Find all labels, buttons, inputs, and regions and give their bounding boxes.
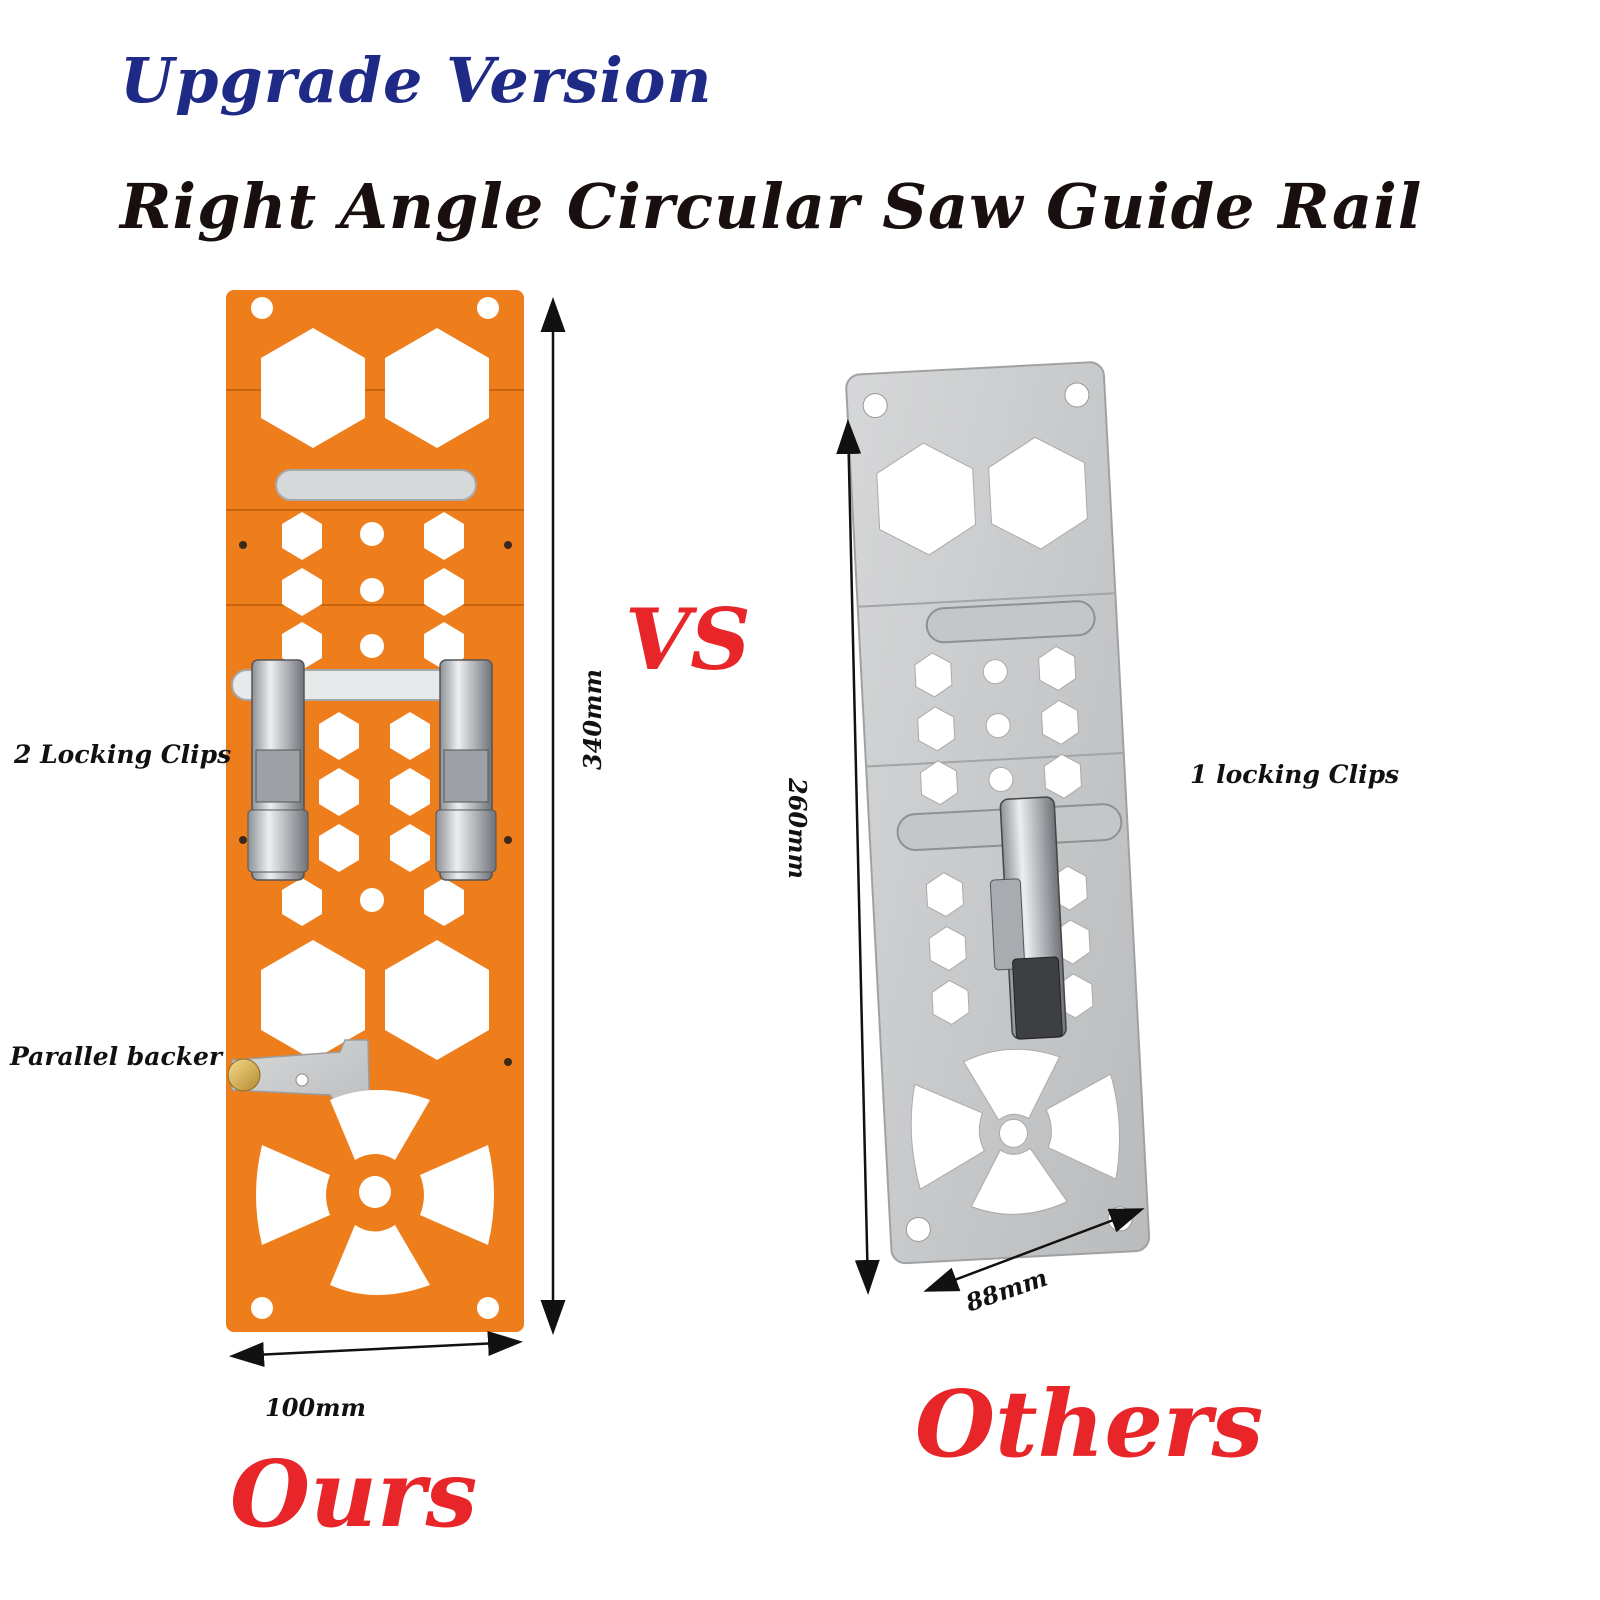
others-height-arrow [836,419,880,1295]
others-height-label: 260mm [783,778,812,879]
vs-label: VS [625,590,751,689]
ours-clips-callout: 2 Locking Clips [14,740,232,769]
page-title: Right Angle Circular Saw Guide Rail [120,170,1423,243]
ours-width-arrow [229,1330,523,1368]
others-width-arrow [923,1208,1145,1292]
ours-label: Ours [230,1440,478,1548]
ours-backer-callout: Parallel backer [10,1042,223,1071]
ours-parallel-backer [227,1039,371,1131]
ours-locking-clip-right [435,659,497,881]
ours-width-label: 100mm [265,1393,366,1422]
headline: Upgrade Version [120,44,713,117]
ours-height-label: 340mm [578,669,607,770]
others-clips-callout: 1 locking Clips [1190,760,1400,789]
ours-locking-clip-left [247,659,309,881]
ours-guide-rail [226,290,524,1332]
others-guide-rail [845,361,1151,1265]
others-locking-clip [989,796,1067,1040]
others-label: Others [915,1370,1264,1478]
